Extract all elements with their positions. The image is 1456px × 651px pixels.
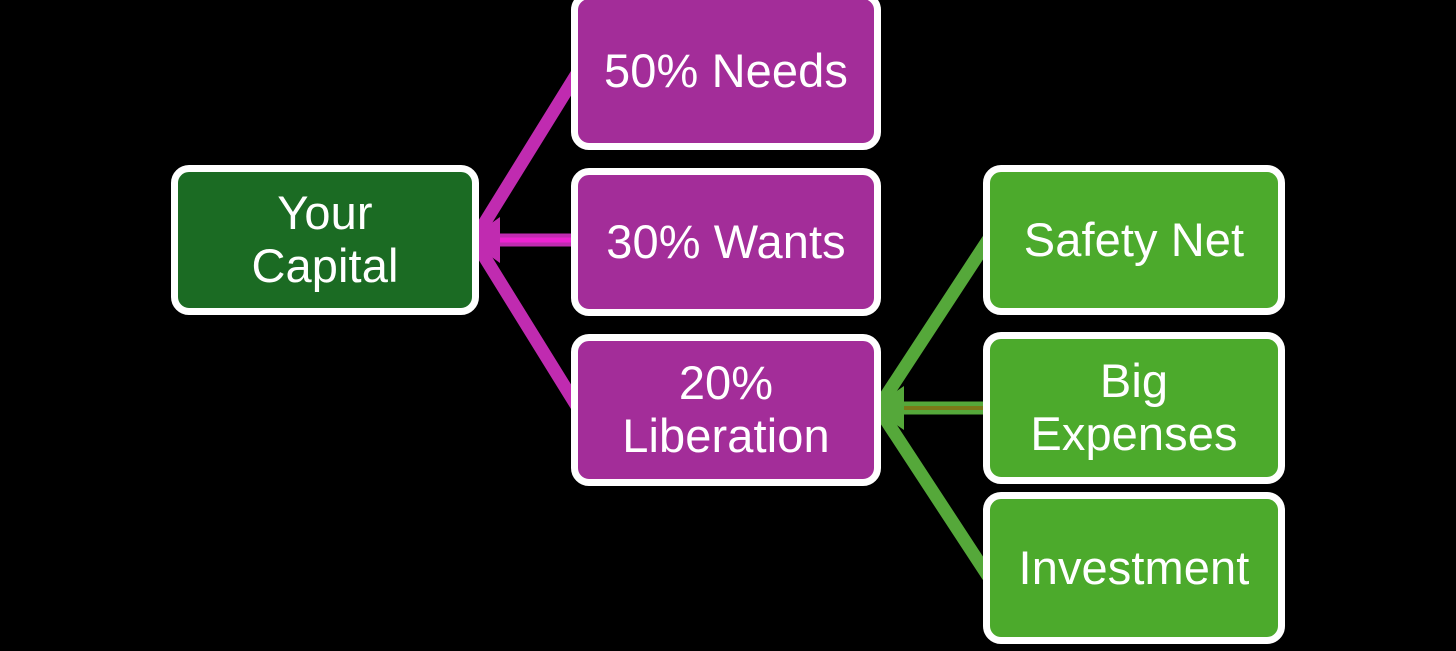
node-50-needs[interactable]: 50% Needs	[571, 0, 881, 150]
node-big-expenses-label: Big Expenses	[1030, 354, 1238, 460]
node-30-wants-label: 30% Wants	[606, 214, 846, 268]
node-safety-net[interactable]: Safety Net	[983, 165, 1285, 315]
node-safety-net-label: Safety Net	[1023, 212, 1245, 266]
edge-capital-liberation	[467, 233, 585, 415]
node-big-expenses[interactable]: Big Expenses	[983, 332, 1285, 484]
node-20-liberation-label: 20% Liberation	[622, 356, 830, 462]
node-20-liberation[interactable]: 20% Liberation	[571, 334, 881, 486]
node-investment-label: Investment	[1018, 540, 1250, 594]
node-investment[interactable]: Investment	[983, 492, 1285, 644]
arrowhead-liberation	[872, 386, 904, 430]
node-50-needs-label: 50% Needs	[604, 43, 848, 97]
edge-liberation-safety	[871, 233, 995, 415]
edge-capital-needs	[467, 65, 585, 247]
edge-liberation-investment	[871, 401, 995, 583]
node-30-wants[interactable]: 30% Wants	[571, 168, 881, 316]
arrowhead-capital	[468, 217, 500, 263]
node-your-capital[interactable]: Your Capital	[171, 165, 479, 315]
node-your-capital-label: Your Capital	[251, 186, 399, 292]
